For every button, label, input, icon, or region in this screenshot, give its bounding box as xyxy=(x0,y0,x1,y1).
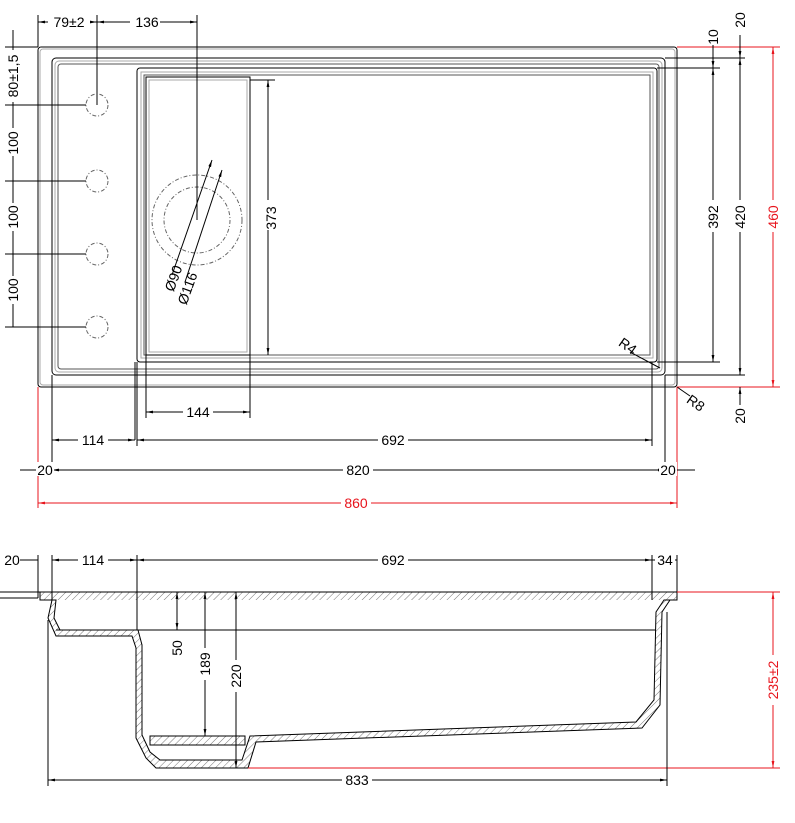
drain-hole-outer xyxy=(151,174,243,266)
dim-basin-width: 692 xyxy=(381,432,405,448)
rim-inner xyxy=(51,57,666,376)
side-dim-rim-right: 34 xyxy=(657,552,673,568)
side-dim-rim-left: 20 xyxy=(4,552,20,568)
tap-hole xyxy=(85,315,109,339)
top-view: 79±2 136 80±1,5 100 100 100 373 Ø90 Ø116 xyxy=(5,12,781,511)
dim-left-section: 114 xyxy=(82,432,105,448)
dim-inner-top: 10 xyxy=(705,29,721,45)
dim-rim-right: 20 xyxy=(660,462,676,478)
dim-basin-depth: 392 xyxy=(705,205,721,229)
dim-overall-width: 860 xyxy=(344,495,368,511)
side-dim-basin-depth: 220 xyxy=(228,664,244,688)
dim-tap-offset-x: 79±2 xyxy=(53,14,84,30)
dim-drainer-length: 373 xyxy=(263,206,279,230)
drain-fitting xyxy=(149,735,246,746)
basin-outline xyxy=(136,67,658,363)
dim-overall-depth: 460 xyxy=(765,205,781,229)
dim-drainer-width: 144 xyxy=(186,404,210,420)
sink-outline xyxy=(37,46,678,388)
side-view: 20 114 692 34 50 189 220 235±2 833 xyxy=(0,552,781,788)
side-dim-bottom-width: 833 xyxy=(345,772,369,788)
dim-corner-inner: R4 xyxy=(616,334,640,357)
tap-hole xyxy=(85,242,109,266)
side-dim-drain-depth: 189 xyxy=(197,652,213,676)
tap-hole xyxy=(85,169,109,193)
dim-tap-spacing: 100 xyxy=(5,205,21,229)
dim-tap-spacing: 100 xyxy=(5,278,21,302)
dim-tap-spacing: 100 xyxy=(5,131,21,155)
side-dim-overall-height: 235±2 xyxy=(765,660,781,699)
side-dim-basin-width: 692 xyxy=(381,552,405,568)
side-dim-drainer-depth: 50 xyxy=(169,640,185,656)
dim-drain-offset-x: 136 xyxy=(135,14,159,30)
dim-inner-depth: 420 xyxy=(732,205,748,229)
dim-inner-width: 820 xyxy=(346,462,370,478)
drainer-area xyxy=(145,76,251,356)
dim-rim-top: 20 xyxy=(732,12,748,28)
dim-rim-bottom: 20 xyxy=(732,408,748,424)
dim-rim-left: 20 xyxy=(37,462,53,478)
side-dim-left-section: 114 xyxy=(82,552,105,568)
dim-tap-offset-y: 80±1,5 xyxy=(5,54,21,97)
